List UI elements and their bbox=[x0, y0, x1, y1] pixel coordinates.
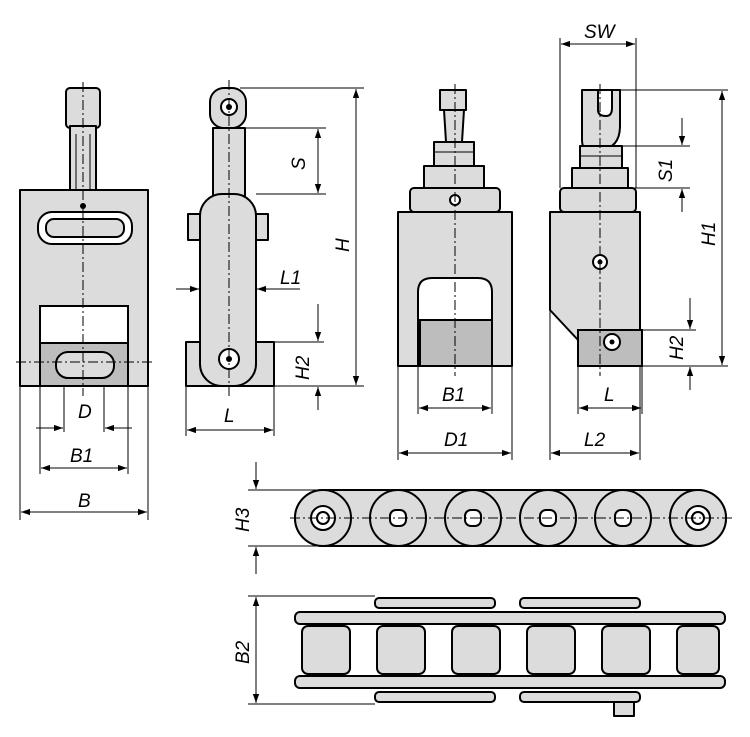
view-front-2 bbox=[397, 84, 513, 376]
dimension-lines bbox=[19, 38, 728, 705]
chain-top-view bbox=[290, 489, 732, 547]
label-S1: S1 bbox=[656, 159, 677, 182]
label-B1: B1 bbox=[70, 446, 93, 467]
label-B1-2: B1 bbox=[442, 385, 465, 406]
label-L-1: L bbox=[224, 406, 235, 427]
label-B: B bbox=[78, 491, 91, 512]
view-front bbox=[16, 82, 152, 396]
view-side bbox=[185, 80, 275, 396]
label-H1: H1 bbox=[699, 222, 720, 246]
label-L-2: L bbox=[604, 385, 615, 406]
label-H2-1: H2 bbox=[293, 355, 314, 380]
label-D1: D1 bbox=[444, 430, 468, 451]
label-L2: L2 bbox=[584, 430, 606, 451]
label-S: S bbox=[289, 157, 310, 170]
label-L1: L1 bbox=[280, 268, 301, 289]
label-B2: B2 bbox=[233, 640, 254, 664]
label-H: H bbox=[333, 238, 354, 252]
label-H3: H3 bbox=[233, 507, 254, 532]
view-side-2 bbox=[549, 84, 643, 376]
label-SW: SW bbox=[584, 22, 617, 43]
label-H2-2: H2 bbox=[667, 335, 688, 360]
dimension-labels: D B1 B L1 L S H H2 B1 D1 SW S1 H1 H2 L L… bbox=[70, 22, 720, 664]
label-D: D bbox=[78, 402, 92, 423]
chain-side-view bbox=[294, 597, 726, 717]
